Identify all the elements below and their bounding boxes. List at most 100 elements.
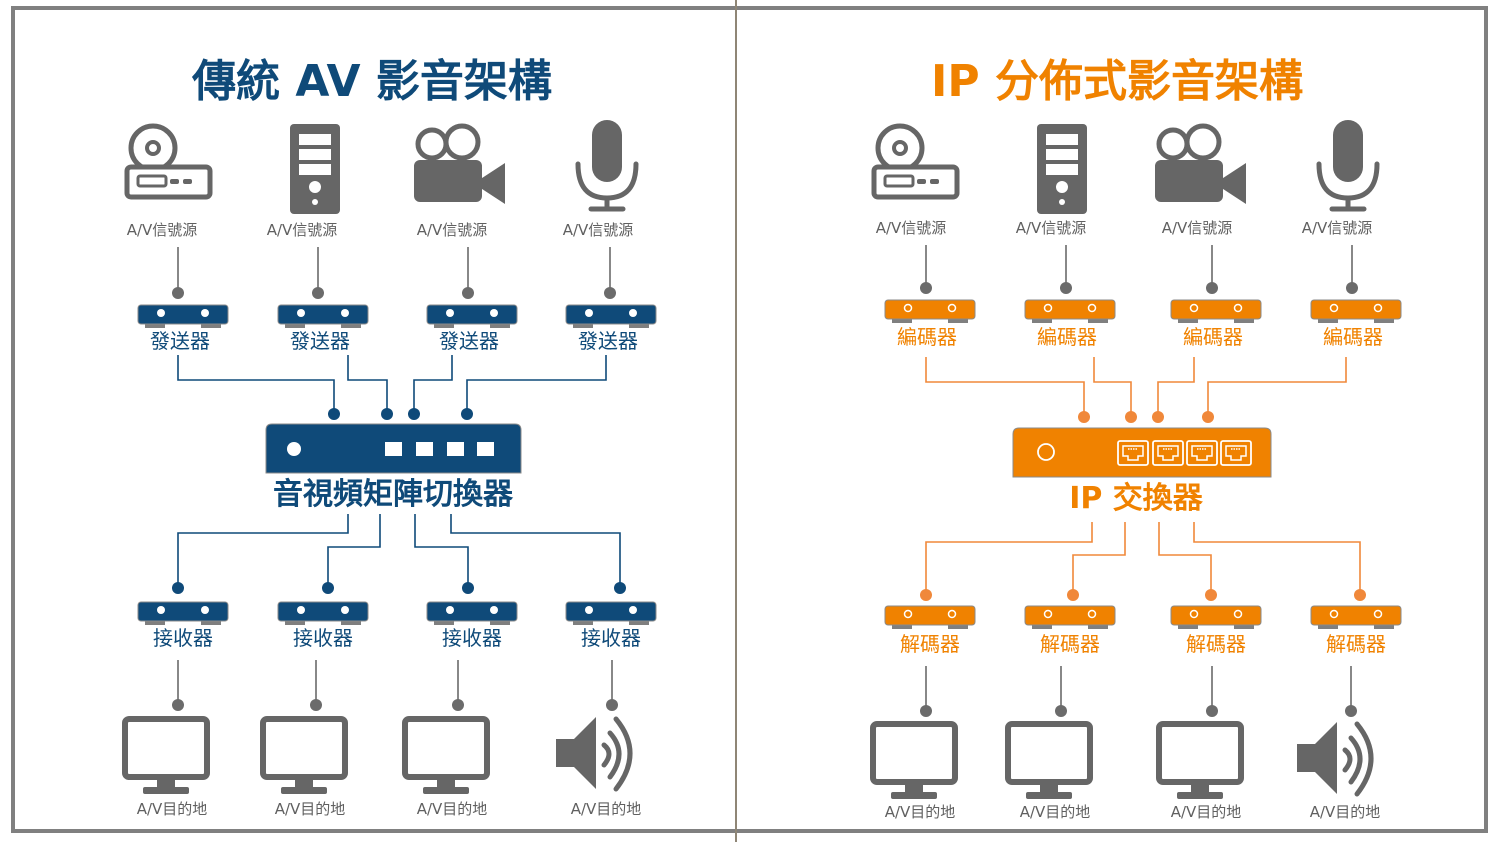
- source-connector-dot: [604, 287, 616, 299]
- decoder-device: [884, 605, 976, 629]
- device-body: [426, 601, 518, 622]
- source-connector-dot: [1206, 282, 1218, 294]
- decoder-device: [1024, 605, 1116, 629]
- device-led: [1329, 609, 1339, 619]
- device-led: [1189, 303, 1199, 313]
- switch-input-dot: [1202, 411, 1214, 423]
- receiver-label: 接收器: [293, 626, 353, 650]
- destination-label: A/V目的地: [417, 800, 488, 818]
- device-body: [277, 304, 369, 325]
- encoder-device: [1170, 299, 1262, 323]
- transmitter-label: 發送器: [439, 329, 499, 353]
- encoder-device: [1310, 299, 1402, 323]
- device-led: [297, 606, 305, 614]
- source-connector-dot: [920, 282, 932, 294]
- transmitter-device: [137, 304, 229, 328]
- source-label: A/V信號源: [563, 221, 634, 239]
- matrix-port: [416, 442, 433, 456]
- device-led: [585, 606, 593, 614]
- matrix-input-dot: [328, 408, 340, 420]
- device-led: [201, 606, 209, 614]
- destination-connector-dot: [172, 699, 184, 711]
- destination-label: A/V目的地: [1171, 803, 1242, 821]
- device-led: [1087, 303, 1097, 313]
- device-led: [1087, 609, 1097, 619]
- matrix-port: [477, 442, 494, 456]
- transmitter-device: [565, 304, 657, 328]
- destination-label: A/V目的地: [885, 803, 956, 821]
- destination-connector-dot: [1345, 705, 1357, 717]
- source-label: A/V信號源: [127, 221, 198, 239]
- connection-line: [413, 355, 453, 410]
- device-led: [1373, 303, 1383, 313]
- device-led: [629, 606, 637, 614]
- device-led: [341, 309, 349, 317]
- device-body: [884, 605, 976, 626]
- destination-connector-dot: [310, 699, 322, 711]
- device-led: [629, 309, 637, 317]
- device-led: [446, 309, 454, 317]
- device-led: [1329, 303, 1339, 313]
- device-body: [426, 304, 518, 325]
- power-indicator: [1037, 443, 1055, 461]
- destination-connector-dot: [1206, 705, 1218, 717]
- device-led: [585, 309, 593, 317]
- matrix-switcher-label: 音視頻矩陣切換器: [273, 477, 514, 512]
- device-led: [341, 606, 349, 614]
- receiver-device: [137, 601, 229, 625]
- decoder-input-dot: [1205, 589, 1217, 601]
- receiver-device: [565, 601, 657, 625]
- connection-line: [327, 514, 381, 584]
- device-body: [1310, 299, 1402, 320]
- device-led: [157, 309, 165, 317]
- decoder-label: 解碼器: [1326, 632, 1386, 656]
- device-body: [137, 304, 229, 325]
- matrix-port: [385, 442, 402, 456]
- left-panel-title: 傳統 AV 影音架構: [191, 56, 552, 107]
- ethernet-port-icon: [1186, 440, 1218, 466]
- receiver-input-dot: [172, 582, 184, 594]
- connection-line: [177, 514, 349, 584]
- destination-label: A/V目的地: [137, 800, 208, 818]
- ethernet-port-icon: [1117, 440, 1149, 466]
- encoder-label: 編碼器: [1183, 325, 1243, 349]
- right-panel-title: IP 分佈式影音架構: [931, 56, 1303, 107]
- matrix-switcher-device: [265, 423, 522, 474]
- device-led: [490, 606, 498, 614]
- microphone-icon: [1316, 120, 1380, 212]
- source-connector-dot: [172, 287, 184, 299]
- receiver-label: 接收器: [442, 626, 502, 650]
- destination-connector-dot: [1055, 705, 1067, 717]
- source-label: A/V信號源: [417, 221, 488, 239]
- connection-line: [177, 355, 335, 410]
- connection-line: [1093, 357, 1132, 413]
- source-label: A/V信號源: [267, 221, 338, 239]
- transmitter-label: 發送器: [290, 329, 350, 353]
- destination-label: A/V目的地: [275, 800, 346, 818]
- connection-line: [450, 514, 621, 584]
- decoder-label: 解碼器: [900, 632, 960, 656]
- encoder-device: [1024, 299, 1116, 323]
- device-led: [1233, 303, 1243, 313]
- device-body: [565, 304, 657, 325]
- source-label: A/V信號源: [1016, 219, 1087, 237]
- monitor-icon: [402, 716, 490, 794]
- monitor-icon: [870, 721, 958, 799]
- source-connector-dot: [462, 287, 474, 299]
- source-label: A/V信號源: [876, 219, 947, 237]
- device-led: [1043, 303, 1053, 313]
- device-led: [903, 609, 913, 619]
- receiver-input-dot: [462, 582, 474, 594]
- device-body: [277, 601, 369, 622]
- decoder-input-dot: [1067, 589, 1079, 601]
- device-led: [1233, 609, 1243, 619]
- ethernet-port-icon: [1220, 440, 1252, 466]
- device-led: [1043, 609, 1053, 619]
- device-led: [157, 606, 165, 614]
- device-body: [1024, 299, 1116, 320]
- ip-switch-body: [1012, 427, 1272, 478]
- receiver-label: 接收器: [153, 626, 213, 650]
- device-led: [490, 309, 498, 317]
- receiver-label: 接收器: [581, 626, 641, 650]
- decoder-input-dot: [920, 589, 932, 601]
